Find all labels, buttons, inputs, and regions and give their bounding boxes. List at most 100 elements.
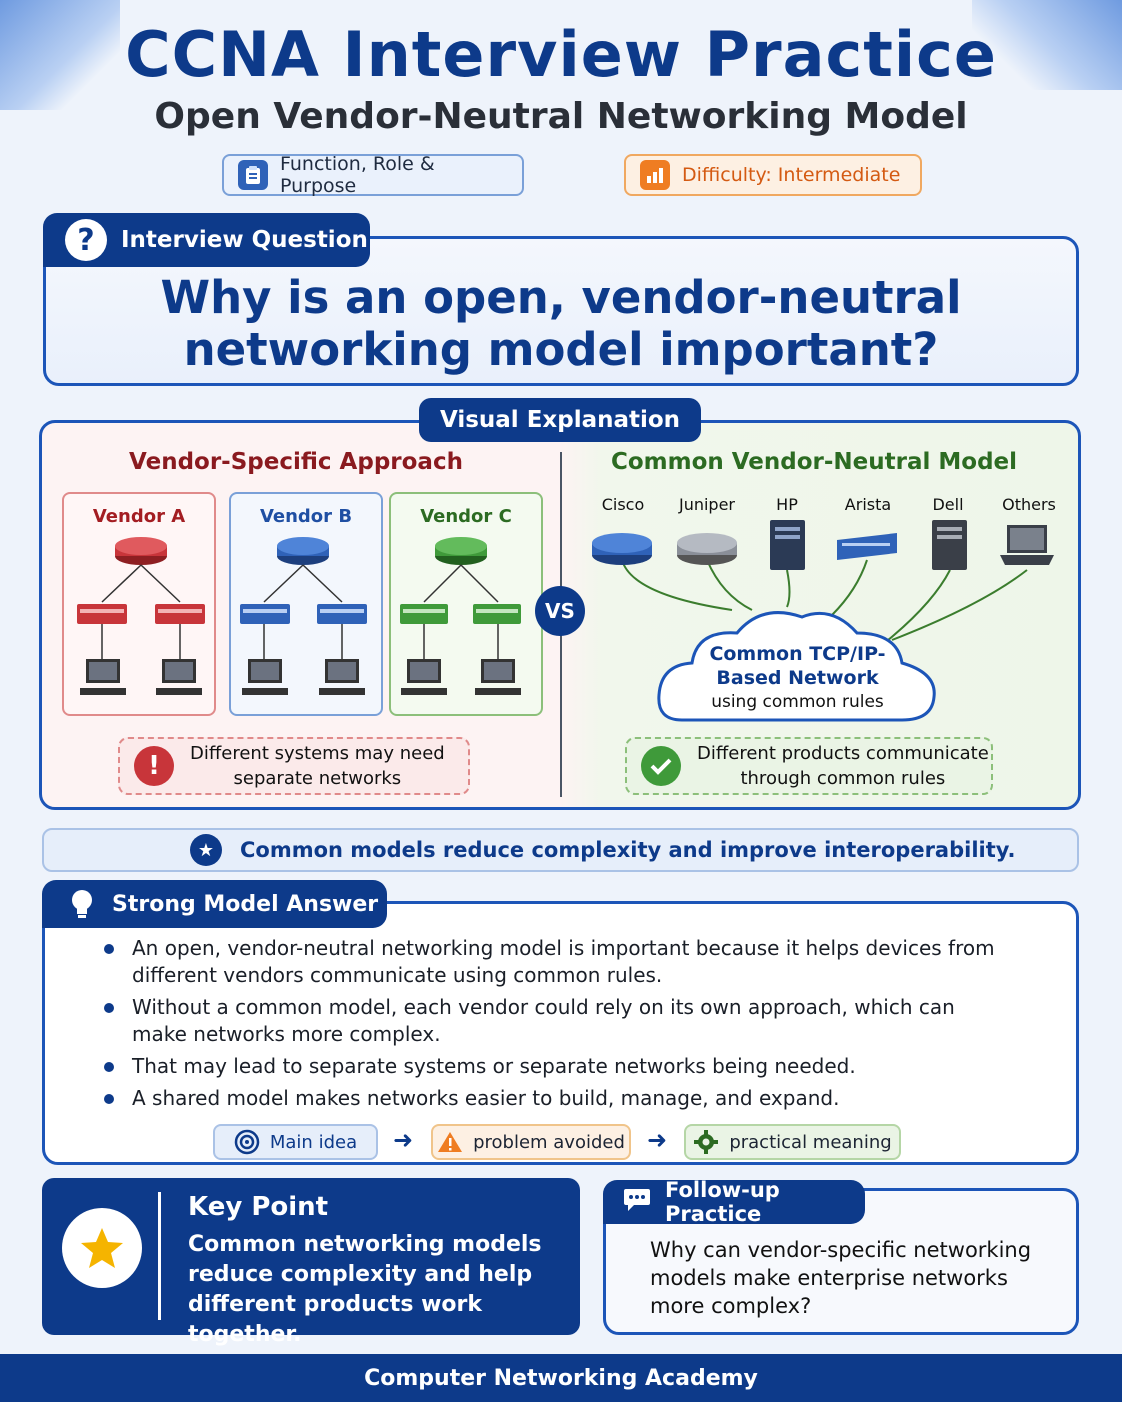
lightbulb-icon — [66, 888, 98, 920]
computer-icon — [401, 659, 447, 695]
vendor-neutral-note: Different products communicate through c… — [625, 737, 993, 795]
topic-tag: Function, Role & Purpose — [222, 153, 524, 197]
computer-icon — [242, 659, 288, 695]
question-tab-label: Interview Question — [121, 227, 368, 253]
vendor-name-juniper: Juniper — [678, 495, 736, 514]
flow-practical-meaning: practical meaning — [684, 1124, 901, 1160]
vendor-c-label: Vendor C — [420, 506, 512, 527]
switch-icon — [400, 604, 448, 624]
page-subtitle: Open Vendor-Neutral Networking Model — [154, 96, 968, 137]
question-line-1: Why is an open, vendor-neutral — [160, 271, 962, 324]
question-mark-icon: ? — [65, 219, 107, 261]
answer-bullet: A shared model makes networks easier to … — [100, 1085, 1000, 1112]
vendor-specific-note-line-2: separate networks — [233, 768, 402, 789]
router-icon — [115, 537, 167, 565]
vendor-neutral-title: Common Vendor-Neutral Model — [610, 449, 1018, 475]
answer-panel — [42, 901, 1079, 1165]
flow-problem-avoided: problem avoided — [431, 1124, 631, 1160]
warning-triangle-icon — [438, 1132, 463, 1152]
vendor-name-others: Others — [1002, 495, 1056, 514]
star-icon — [62, 1208, 142, 1288]
flow-practical-meaning-label: practical meaning — [729, 1131, 892, 1153]
gear-icon — [694, 1130, 719, 1154]
cloud-line-2: Based Network — [716, 667, 879, 689]
page-title: CCNA Interview Practice — [125, 18, 997, 91]
vendor-specific-note-text: Different systems may need separate netw… — [190, 741, 445, 791]
target-icon — [234, 1129, 260, 1155]
computer-icon — [156, 659, 202, 695]
visual-tab: Visual Explanation — [419, 398, 701, 442]
flow-problem-avoided-label: problem avoided — [473, 1131, 625, 1153]
vendor-a-box: Vendor A — [62, 492, 216, 716]
vendor-specific-title: Vendor-Specific Approach — [129, 449, 463, 475]
answer-tab: Strong Model Answer — [42, 880, 387, 928]
computer-icon — [319, 659, 365, 695]
answer-bullet: Without a common model, each vendor coul… — [100, 994, 1000, 1048]
flow-main-idea: Main idea — [213, 1124, 378, 1160]
vendor-name-cisco: Cisco — [601, 495, 645, 514]
vendor-name-hp: HP — [776, 495, 798, 514]
router-icon — [677, 533, 737, 565]
corner-decoration-right — [972, 0, 1122, 90]
topic-tag-label: Function, Role & Purpose — [280, 153, 435, 197]
computer-icon — [80, 659, 126, 695]
server-icon — [770, 520, 805, 570]
clipboard-icon — [238, 160, 268, 190]
answer-bullet: That may lead to separate systems or sep… — [100, 1053, 1000, 1080]
cloud-icon — [657, 611, 936, 722]
answer-bullets: An open, vendor-neutral networking model… — [100, 935, 1000, 1117]
vendor-neutral-note-text: Different products communicate through c… — [697, 741, 989, 791]
vendor-a-label: Vendor A — [92, 506, 186, 527]
star-icon: ★ — [190, 834, 222, 866]
warning-icon: ! — [134, 746, 174, 786]
follow-up-tab-label: Follow-up Practice — [665, 1178, 780, 1226]
router-icon — [592, 533, 652, 565]
switch-icon — [317, 604, 367, 624]
computer-icon — [475, 659, 521, 695]
cloud-label: Common TCP/IP- Based Network using commo… — [680, 642, 915, 714]
vs-badge: VS — [535, 586, 585, 636]
cloud-line-1: Common TCP/IP- — [709, 643, 886, 665]
vendor-name-arista: Arista — [844, 495, 892, 514]
server-icon — [932, 520, 967, 570]
arrow-right-icon: ➜ — [647, 1126, 668, 1154]
switch-icon — [240, 604, 290, 624]
summary-banner-text: Common models reduce complexity and impr… — [240, 838, 1016, 862]
neutral-network-diagram — [592, 520, 1054, 722]
vendor-neutral-note-line-2: through common rules — [740, 768, 946, 789]
flow-main-idea-label: Main idea — [269, 1131, 358, 1153]
question-tab: ? Interview Question — [43, 213, 370, 267]
switch-icon — [77, 604, 127, 624]
cloud-line-3: using common rules — [711, 692, 884, 712]
router-icon — [435, 537, 487, 565]
router-icon — [277, 537, 329, 565]
key-point-title: Key Point — [188, 1192, 329, 1222]
arrow-right-icon: ➜ — [393, 1126, 414, 1154]
question-line-2: networking model important? — [183, 323, 939, 376]
vendor-b-label: Vendor B — [259, 506, 353, 527]
corner-decoration-left — [0, 0, 120, 110]
answer-tab-label: Strong Model Answer — [112, 891, 379, 917]
switch-icon — [837, 533, 897, 560]
switch-icon — [155, 604, 205, 624]
vendor-c-box: Vendor C — [389, 492, 543, 716]
vendor-name-dell: Dell — [932, 495, 964, 514]
checkmark-icon — [641, 746, 681, 786]
chat-bubble-icon — [623, 1187, 651, 1218]
follow-up-text: Why can vendor-specific networking model… — [650, 1238, 1032, 1318]
vendor-specific-note: ! Different systems may need separate ne… — [118, 737, 470, 795]
key-point-text: Common networking models reduce complexi… — [188, 1232, 542, 1347]
laptop-icon — [1000, 525, 1054, 565]
switch-icon — [473, 604, 521, 624]
difficulty-tag-label: Difficulty: Intermediate — [682, 164, 901, 186]
summary-banner: ★ Common models reduce complexity and im… — [42, 828, 1079, 872]
bar-chart-icon — [640, 160, 670, 190]
footer: Computer Networking Academy — [0, 1354, 1122, 1402]
vendor-b-box: Vendor B — [229, 492, 383, 716]
follow-up-tab: Follow-up Practice — [603, 1178, 865, 1226]
question-text: Why is an open, vendor-neutral networkin… — [43, 272, 1079, 376]
answer-bullet: An open, vendor-neutral networking model… — [100, 935, 1000, 989]
vendor-specific-note-line-1: Different systems may need — [190, 743, 445, 764]
key-point-divider — [158, 1192, 161, 1320]
difficulty-tag: Difficulty: Intermediate — [624, 154, 922, 196]
